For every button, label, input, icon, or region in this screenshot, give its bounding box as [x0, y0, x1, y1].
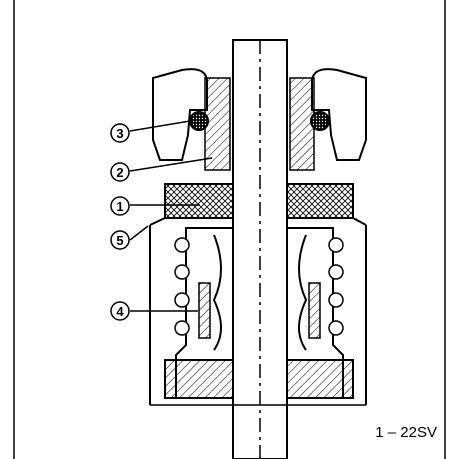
callout-2: 2 — [110, 162, 130, 182]
o-ring-left — [189, 111, 209, 131]
callout-leaders — [129, 120, 213, 312]
piston-rod — [232, 39, 288, 459]
coil-spring-right — [328, 237, 344, 336]
svg-text:4: 4 — [116, 304, 124, 319]
callout-4: 4 — [110, 301, 130, 321]
svg-text:3: 3 — [116, 126, 123, 141]
figure-id-label: 1 – 22SV — [375, 424, 437, 441]
upper-mount-left — [152, 68, 231, 171]
svg-text:5: 5 — [116, 233, 123, 248]
spring-retainer-cup — [149, 217, 367, 405]
callout-3: 3 — [110, 123, 130, 143]
dust-sleeve — [198, 282, 321, 339]
svg-text:1: 1 — [116, 199, 123, 214]
lower-mount — [150, 359, 366, 406]
o-ring-right — [310, 111, 330, 131]
callout-5: 5 — [110, 230, 130, 250]
rubber-bushing — [164, 183, 354, 219]
upper-mount-right — [289, 68, 367, 171]
coil-spring-left — [174, 237, 190, 336]
svg-text:2: 2 — [116, 165, 123, 180]
callout-1: 1 — [110, 196, 130, 216]
